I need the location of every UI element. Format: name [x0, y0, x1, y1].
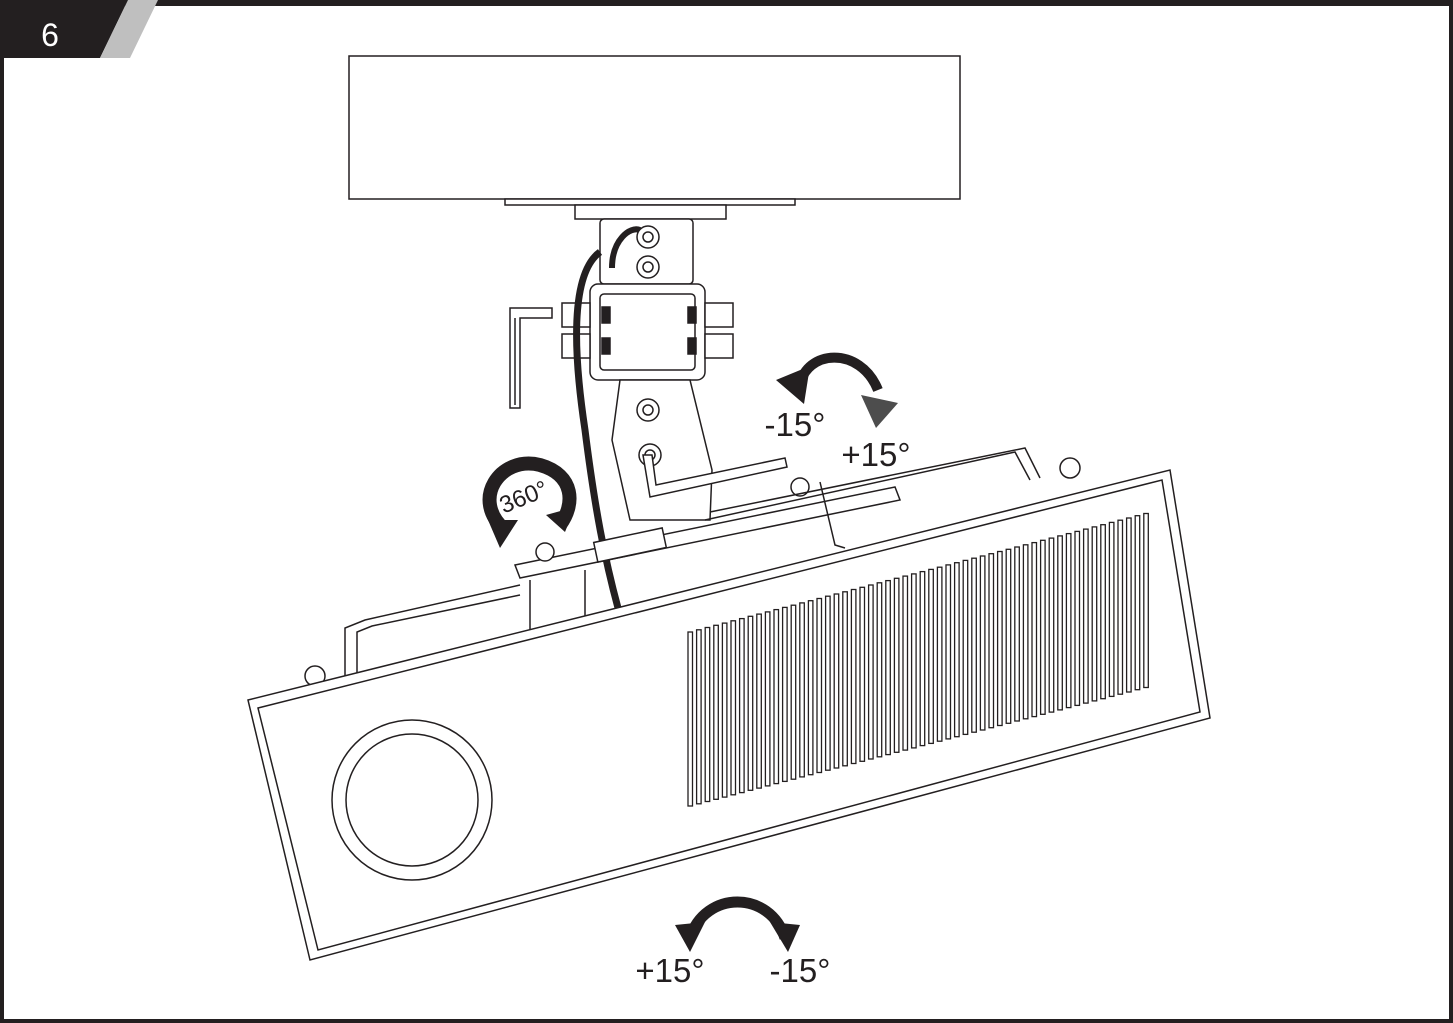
- vent-slat: [781, 606, 788, 783]
- vent-slat: [1143, 512, 1149, 689]
- vent-slat: [850, 588, 857, 765]
- vent-slat: [730, 620, 737, 796]
- swivel-clamp: [561, 283, 734, 381]
- rotation-label: 360°: [496, 476, 552, 520]
- vent-slat: [756, 613, 762, 789]
- roll-plus-label: +15°: [635, 952, 704, 989]
- vent-slat: [936, 566, 943, 742]
- vent-slat: [1082, 528, 1089, 704]
- vent-slat: [713, 624, 719, 800]
- tilt-bracket: [611, 379, 713, 521]
- vent-slat: [1022, 544, 1029, 720]
- vent-slat: [979, 555, 986, 731]
- vent-slat: [996, 550, 1003, 727]
- vent-slat: [1108, 521, 1115, 698]
- projector-vents: [687, 512, 1149, 807]
- hex-key-icon: [642, 454, 788, 498]
- vent-slat: [988, 553, 995, 729]
- vent-slat: [1014, 546, 1020, 722]
- tilt-minus-label: -15°: [765, 406, 826, 443]
- projector-plate: [513, 477, 902, 631]
- vent-slat: [747, 615, 754, 791]
- tilt-arrow-icon: [776, 352, 898, 428]
- vent-slat: [1065, 532, 1072, 709]
- vent-slat: [1117, 519, 1124, 695]
- vent-slat: [867, 584, 874, 760]
- vent-slat: [885, 579, 891, 756]
- step-badge: [0, 0, 128, 58]
- vent-slat: [876, 582, 883, 758]
- vent-slat: [1134, 515, 1141, 691]
- vent-slat: [807, 600, 814, 776]
- vent-slat: [799, 602, 805, 778]
- vent-slat: [695, 629, 702, 805]
- vent-slat: [859, 586, 866, 762]
- vent-slat: [773, 608, 780, 785]
- ceiling-block: [348, 55, 961, 220]
- vent-slat: [1125, 517, 1132, 693]
- step-number: 6: [41, 17, 59, 53]
- ceiling-bracket: [599, 218, 694, 285]
- vent-slat: [1057, 535, 1063, 711]
- vent-slat: [893, 577, 900, 753]
- vent-slat: [790, 604, 797, 780]
- hex-key-icon: [509, 307, 553, 409]
- vent-slat: [833, 593, 840, 769]
- vent-slat: [764, 611, 771, 787]
- vent-slat: [738, 617, 745, 794]
- projector-arms: [304, 447, 1081, 687]
- vent-slat: [910, 573, 917, 749]
- vent-slat: [1039, 539, 1046, 715]
- vent-slat: [962, 559, 969, 736]
- vent-slat: [1031, 541, 1038, 718]
- vent-slat: [704, 626, 711, 803]
- roll-minus-label: -15°: [770, 952, 831, 989]
- vent-slat: [953, 562, 960, 738]
- vent-slat: [971, 557, 977, 733]
- vent-slat: [816, 597, 823, 774]
- vent-slat: [945, 564, 952, 740]
- vent-slat: [1091, 526, 1098, 702]
- vent-slat: [919, 570, 926, 747]
- vent-slat: [902, 575, 909, 751]
- vent-slat: [928, 568, 934, 745]
- vent-slat: [721, 622, 728, 798]
- projector-lens: [331, 719, 493, 881]
- vent-slat: [1074, 530, 1081, 707]
- vent-slat: [687, 631, 694, 807]
- tilt-plus-label: +15°: [841, 436, 910, 473]
- vent-slat: [1100, 524, 1106, 700]
- rotate-360-icon: [482, 456, 577, 548]
- roll-arrow-icon: [675, 896, 800, 952]
- vent-slat: [842, 591, 848, 767]
- vent-slat: [1005, 548, 1012, 724]
- projector-body: [247, 469, 1211, 961]
- vent-slat: [1048, 537, 1055, 713]
- step-badge-slash: [100, 0, 158, 58]
- vent-slat: [824, 595, 831, 771]
- power-cable: [573, 249, 622, 609]
- header-bar: [0, 0, 1453, 6]
